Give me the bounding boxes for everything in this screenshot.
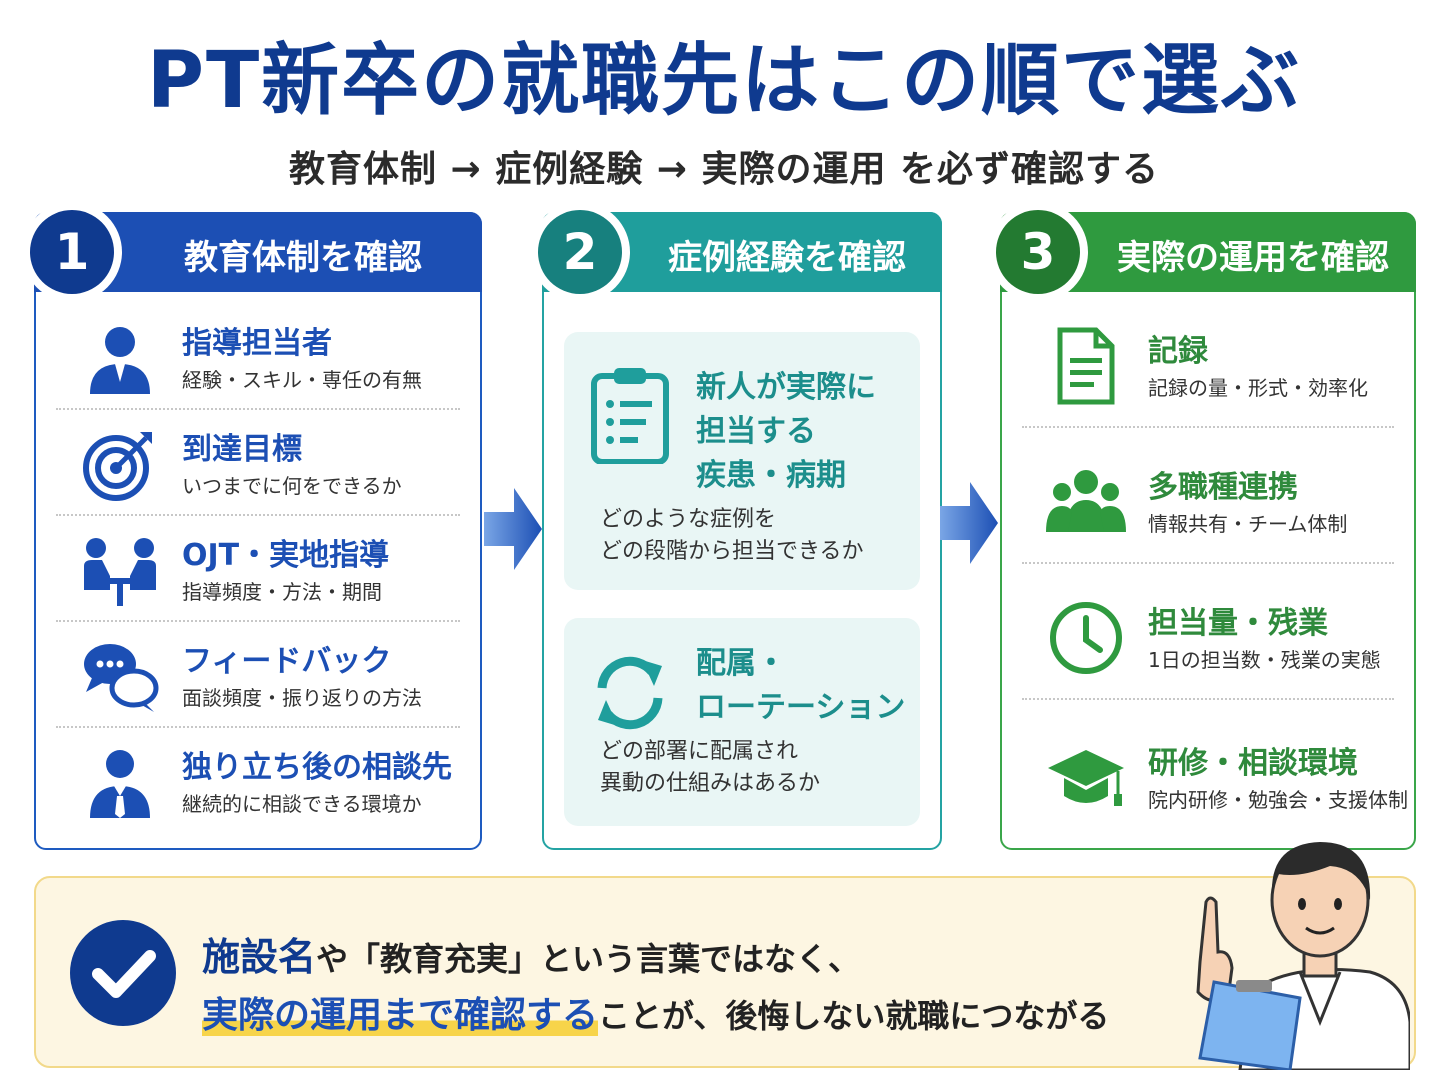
team-icon: [1046, 470, 1126, 532]
item-desc: 情報共有・チーム体制: [1148, 512, 1348, 536]
person-tie-icon: [90, 750, 150, 818]
divider: [56, 726, 460, 728]
item-title: 到達目標: [182, 432, 302, 467]
target-icon: [83, 432, 152, 501]
list-item: OJT・実地指導 指導頻度・方法・期間: [56, 518, 460, 624]
list-item: 研修・相談環境 院内研修・勉強会・支援体制: [1022, 726, 1408, 832]
chat-bubbles-icon: [84, 644, 159, 712]
list-item: 独り立ち後の相談先 継続的に相談できる環境か: [56, 730, 460, 836]
divider: [1022, 698, 1394, 700]
summary-line-2: 実際の運用まで確認することが、後悔しない就職につながる: [202, 995, 1110, 1036]
panel-title: 教育体制を確認: [184, 238, 422, 278]
rotation-arrows-icon: [597, 656, 663, 730]
summary-box: 施設名や「教育充実」という言葉ではなく、 実際の運用まで確認することが、後悔しな…: [34, 876, 1416, 1068]
item-title: 研修・相談環境: [1148, 746, 1358, 781]
item-title: OJT・実地指導: [182, 538, 390, 573]
clock-icon: [1050, 602, 1122, 674]
panel-title: 実際の運用を確認: [1117, 238, 1389, 278]
item-title: 担当量・残業: [1148, 606, 1328, 641]
item-desc: 継続的に相談できる環境か: [182, 792, 422, 816]
card-desc: どの部署に配属され 異動の仕組みはあるか: [600, 739, 821, 796]
step-number-badge: 3: [988, 202, 1088, 302]
item-title: 独り立ち後の相談先: [182, 750, 452, 785]
panel-actual-operation: 3 実際の運用を確認 記録 記録の量・形式・効率化 多職種連携 情報共有・チーム…: [988, 202, 1416, 850]
item-desc: 1日の担当数・残業の実態: [1148, 648, 1381, 672]
list-item: 指導担当者 経験・スキル・専任の有無: [56, 306, 460, 412]
meeting-icon: [84, 538, 156, 606]
info-card: 配属・ ローテーション どの部署に配属され 異動の仕組みはあるか: [564, 618, 920, 826]
step-number-badge: 1: [22, 202, 122, 302]
divider: [1022, 426, 1394, 428]
divider: [56, 514, 460, 516]
panel-education: 1 教育体制を確認 指導担当者 経験・スキル・専任の有無 到達目標 いつまでに何…: [22, 202, 482, 850]
divider: [56, 408, 460, 410]
item-desc: 院内研修・勉強会・支援体制: [1148, 788, 1408, 812]
physiotherapist-illustration: [1196, 842, 1410, 1070]
info-card: 新人が実際に 担当する 疾患・病期 どのような症例を どの段階から担当できるか: [564, 332, 920, 590]
panel-title: 症例経験を確認: [668, 238, 906, 278]
card-desc: どのような症例を どの段階から担当できるか: [600, 507, 864, 564]
panel-header: 3 実際の運用を確認: [988, 202, 1416, 302]
panel-case-experience: 2 症例経験を確認 新人が実際に 担当する 疾患・病期 どのような症例を どの段…: [530, 202, 942, 850]
step-number-badge: 2: [530, 202, 630, 302]
list-item: 担当量・残業 1日の担当数・残業の実態: [1022, 586, 1394, 692]
item-title: 多職種連携: [1148, 470, 1298, 505]
graduation-cap-icon: [1048, 750, 1124, 806]
arrow-right-icon: [484, 488, 542, 570]
check-icon: [92, 950, 156, 998]
clipboard-list-icon: [591, 368, 669, 464]
document-icon: [1057, 327, 1115, 405]
item-desc: いつまでに何をできるか: [182, 474, 402, 498]
list-item: フィードバック 面談頻度・振り返りの方法: [56, 624, 460, 730]
item-desc: 面談頻度・振り返りの方法: [182, 686, 422, 710]
item-title: 指導担当者: [182, 326, 332, 361]
panel-header: 1 教育体制を確認: [22, 202, 482, 302]
page-title: PT新卒の就職先はこの順で選ぶ: [146, 36, 1302, 126]
summary-line-1: 施設名や「教育充実」という言葉ではなく、: [202, 935, 861, 979]
arrow-right-icon: [940, 482, 998, 564]
panel-header: 2 症例経験を確認: [530, 202, 942, 302]
card-title: 新人が実際に 担当する 疾患・病期: [696, 370, 876, 493]
item-desc: 経験・スキル・専任の有無: [182, 368, 422, 392]
card-title: 配属・ ローテーション: [696, 646, 906, 725]
list-item: 多職種連携 情報共有・チーム体制: [1022, 450, 1394, 556]
page-subtitle: 教育体制 → 症例経験 → 実際の運用 を必ず確認する: [289, 149, 1159, 190]
check-badge: [70, 920, 176, 1026]
item-desc: 指導頻度・方法・期間: [182, 580, 382, 604]
list-item: 到達目標 いつまでに何をできるか: [56, 412, 460, 518]
list-item: 記録 記録の量・形式・効率化: [1022, 314, 1394, 420]
person-icon: [90, 327, 150, 394]
item-title: 記録: [1148, 334, 1208, 369]
divider: [1022, 562, 1394, 564]
item-title: フィードバック: [182, 644, 392, 679]
divider: [56, 620, 460, 622]
item-desc: 記録の量・形式・効率化: [1148, 376, 1368, 400]
